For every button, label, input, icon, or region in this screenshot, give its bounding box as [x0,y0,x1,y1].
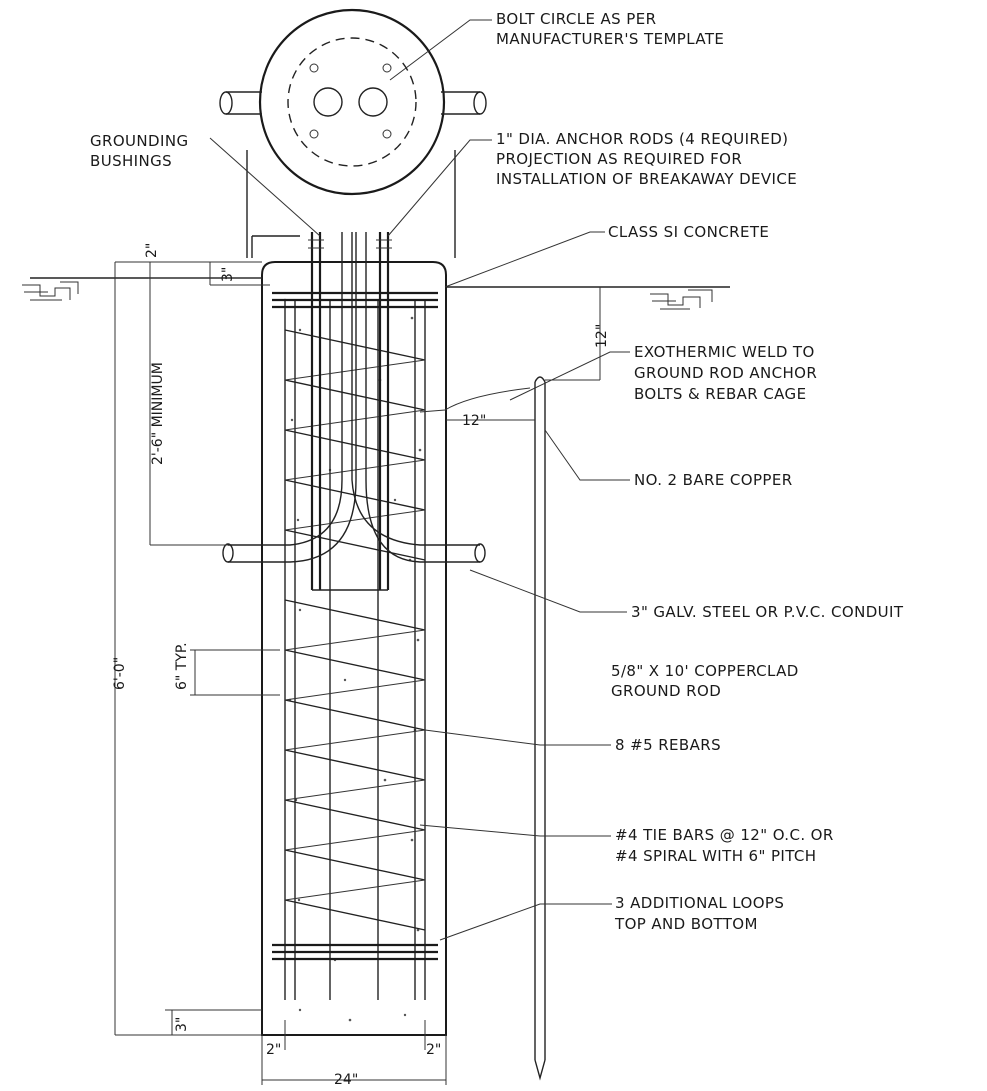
label-ground-rod: 5/8" X 10' COPPERCLAD GROUND ROD [611,662,799,700]
exothermic-line-1: EXOTHERMIC WELD TO [634,343,815,361]
bolt-circle-line-1: BOLT CIRCLE AS PER [496,10,656,28]
rebars-line-1: 8 #5 REBARS [615,736,721,754]
grounding-line-2: BUSHINGS [90,152,172,170]
dim-side-left: 2" [266,1042,281,1058]
base-plate-top-view [219,8,487,258]
exothermic-line-3: BOLTS & REBAR CAGE [634,385,806,403]
label-rebars: 8 #5 REBARS [615,736,721,754]
dim-rod-offset: 12" [462,413,486,429]
concrete-foundation [261,261,447,1036]
label-exothermic: EXOTHERMIC WELD TO GROUND ROD ANCHOR BOL… [634,343,817,403]
bolt-circle-line-2: MANUFACTURER'S TEMPLATE [496,30,724,48]
label-loops: 3 ADDITIONAL LOOPS TOP AND BOTTOM [614,894,784,933]
anchor-line-3: INSTALLATION OF BREAKAWAY DEVICE [496,170,797,188]
label-bolt-circle: BOLT CIRCLE AS PER MANUFACTURER'S TEMPLA… [496,10,724,48]
dim-rod-depth: 12" [594,324,610,348]
anchor-line-2: PROJECTION AS REQUIRED FOR [496,150,742,168]
dimension-texts: 2" 3" 2'-6" MINIMUM 6'-0" 6" TYP. 3" 2" … [112,243,610,1088]
copper-line-1: NO. 2 BARE COPPER [634,471,793,489]
ground-rod [419,376,546,1081]
anchor-rods [308,232,392,591]
dimension-lines [114,261,601,1085]
tie-bars-line-1: #4 TIE BARS @ 12" O.C. OR [615,826,834,844]
dim-bottom-cover: 3" [174,1017,190,1032]
label-grounding-bushings: GROUNDING BUSHINGS [90,132,188,170]
ground-rod-line-1: 5/8" X 10' COPPERCLAD [611,662,799,680]
dim-width: 24" [334,1072,358,1088]
class-si-line-1: CLASS SI CONCRETE [608,223,769,241]
tie-bars-line-2: #4 SPIRAL WITH 6" PITCH [615,847,816,865]
grounding-line-1: GROUNDING [90,132,188,150]
dim-total-depth: 6'-0" [112,657,128,690]
rebar-cage [272,291,438,1000]
label-tie-bars: #4 TIE BARS @ 12" O.C. OR #4 SPIRAL WITH… [615,826,834,865]
conduit-line-1: 3" GALV. STEEL OR P.V.C. CONDUIT [631,603,904,621]
dim-side-right: 2" [426,1042,441,1058]
conduit-sweeps [222,232,486,563]
dim-min-depth: 2'-6" MINIMUM [150,362,166,465]
loops-line-2: TOP AND BOTTOM [614,915,758,933]
loops-line-1: 3 ADDITIONAL LOOPS [615,894,784,912]
ground-rod-line-2: GROUND ROD [611,682,721,700]
dim-top-cover: 3" [220,267,236,282]
label-conduit: 3" GALV. STEEL OR P.V.C. CONDUIT [631,603,904,621]
exothermic-line-2: GROUND ROD ANCHOR [634,364,817,382]
label-anchor-rods: 1" DIA. ANCHOR RODS (4 REQUIRED) PROJECT… [496,130,797,188]
label-copper: NO. 2 BARE COPPER [634,471,793,489]
dim-pitch: 6" TYP. [174,642,190,690]
dim-top-projection: 2" [144,243,160,258]
label-class-si: CLASS SI CONCRETE [608,223,769,241]
leader-lines [209,19,630,941]
anchor-line-1: 1" DIA. ANCHOR RODS (4 REQUIRED) [496,130,788,148]
